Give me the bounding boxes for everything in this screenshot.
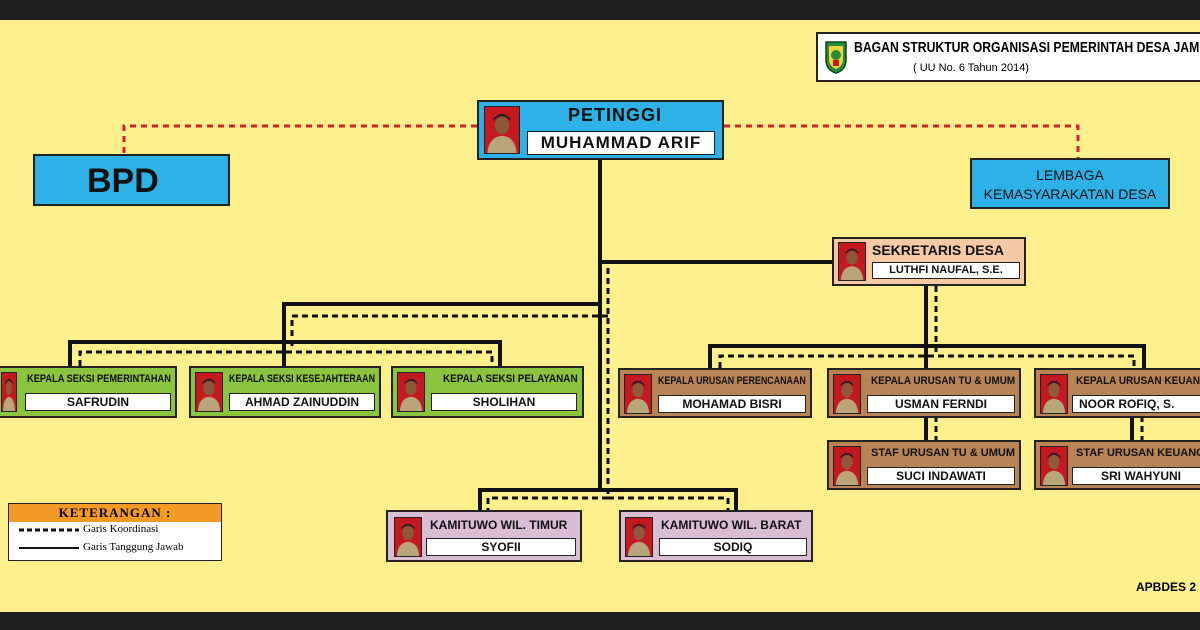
portrait-photo [1, 372, 17, 412]
legend-dashed-label: Garis Koordinasi [83, 523, 159, 535]
sekretaris-card: SEKRETARIS DESA LUTHFI NAUFAL, S.E. [832, 237, 1026, 286]
urusan-card-keuangan: KEPALA URUSAN KEUANG NOOR ROFIQ, S. [1034, 368, 1200, 418]
petinggi-card: PETINGGI MUHAMMAD ARIF [477, 100, 724, 160]
urusan-name: MOHAMAD BISRI [658, 395, 806, 413]
legend-solid-label: Garis Tanggung Jawab [83, 541, 184, 553]
lkd-box: LEMBAGA KEMASYARAKATAN DESA [970, 158, 1170, 209]
portrait-photo [833, 374, 861, 414]
staf-title: STAF URUSAN TU & UMUM [871, 447, 1016, 459]
chart-subtitle: ( UU No. 6 Tahun 2014) [913, 62, 1029, 74]
bpd-label: BPD [87, 162, 159, 200]
dashed-line-sample [19, 528, 79, 532]
kamituwo-card-barat: KAMITUWO WIL. BARAT SODIQ [619, 510, 813, 562]
kamituwo-title: KAMITUWO WIL. BARAT [661, 518, 802, 532]
staf-card-tu-umum: STAF URUSAN TU & UMUM SUCI INDAWATI [827, 440, 1021, 490]
bpd-box: BPD [33, 154, 230, 206]
portrait-photo [624, 374, 652, 414]
seksi-title: KEPALA SEKSI PEMERINTAHAN [27, 373, 171, 385]
chart-header: BAGAN STRUKTUR ORGANISASI PEMERINTAH DES… [816, 32, 1200, 82]
portrait-photo [1040, 374, 1068, 414]
urusan-name: USMAN FERNDI [867, 395, 1015, 413]
seksi-name: SHOLIHAN [431, 393, 577, 411]
portrait-photo [394, 517, 422, 557]
sekretaris-name: LUTHFI NAUFAL, S.E. [872, 262, 1020, 279]
footer-label: APBDES 2 [1136, 580, 1197, 594]
urusan-card-tu-umum: KEPALA URUSAN TU & UMUM USMAN FERNDI [827, 368, 1021, 418]
urusan-title: KEPALA URUSAN PERENCANAAN [658, 375, 806, 387]
kamituwo-title: KAMITUWO WIL. TIMUR [430, 518, 568, 532]
urusan-name: NOOR ROFIQ, S. [1072, 395, 1200, 413]
solid-line-sample [19, 547, 79, 549]
seksi-title: KEPALA SEKSI PELAYANAN [443, 373, 578, 385]
connector-lines [68, 124, 1146, 510]
urusan-title: KEPALA URUSAN TU & UMUM [871, 375, 1016, 387]
petinggi-title: PETINGGI [568, 105, 663, 125]
kamituwo-name: SYOFII [426, 538, 576, 556]
portrait-photo [625, 517, 653, 557]
petinggi-lkd-coordination-line [724, 124, 1080, 158]
lkd-label-line2: KEMASYARAKATAN DESA [983, 186, 1157, 202]
staf-name: SRI WAHYUNI [1072, 467, 1200, 485]
regency-emblem-icon [825, 41, 847, 74]
staf-title: STAF URUSAN KEUANG [1076, 447, 1200, 459]
seksi-title: KEPALA SEKSI KESEJAHTERAAN [229, 373, 376, 385]
portrait-photo [833, 446, 861, 486]
petinggi-name: MUHAMMAD ARIF [527, 131, 715, 155]
portrait-photo [838, 242, 866, 281]
kamituwo-card-timur: KAMITUWO WIL. TIMUR SYOFII [386, 510, 582, 562]
seksi-name: SAFRUDIN [25, 393, 171, 411]
seksi-card-pemerintahan: KEPALA SEKSI PEMERINTAHAN SAFRUDIN [0, 366, 177, 418]
kamituwo-name: SODIQ [659, 538, 807, 556]
sekretaris-title: SEKRETARIS DESA [872, 242, 1004, 258]
legend-title: KETERANGAN : [9, 504, 221, 522]
portrait-photo [397, 372, 425, 412]
staf-name: SUCI INDAWATI [867, 467, 1015, 485]
portrait-photo [195, 372, 223, 412]
seksi-card-pelayanan: KEPALA SEKSI PELAYANAN SHOLIHAN [391, 366, 584, 418]
lkd-label-line1: LEMBAGA [1036, 167, 1104, 183]
seksi-name: AHMAD ZAINUDDIN [229, 393, 375, 411]
urusan-card-perencanaan: KEPALA URUSAN PERENCANAAN MOHAMAD BISRI [618, 368, 812, 418]
urusan-title: KEPALA URUSAN KEUANG [1076, 375, 1200, 387]
portrait-photo [484, 106, 520, 154]
portrait-photo [1040, 446, 1068, 486]
petinggi-bpd-coordination-line [122, 124, 477, 154]
seksi-card-kesejahteraan: KEPALA SEKSI KESEJAHTERAAN AHMAD ZAINUDD… [189, 366, 381, 418]
chart-title: BAGAN STRUKTUR ORGANISASI PEMERINTAH DES… [854, 39, 1200, 56]
org-chart-canvas: BAGAN STRUKTUR ORGANISASI PEMERINTAH DES… [0, 20, 1200, 612]
legend: KETERANGAN : Garis Koordinasi Garis Tang… [8, 503, 222, 561]
staf-card-keuangan: STAF URUSAN KEUANG SRI WAHYUNI [1034, 440, 1200, 490]
